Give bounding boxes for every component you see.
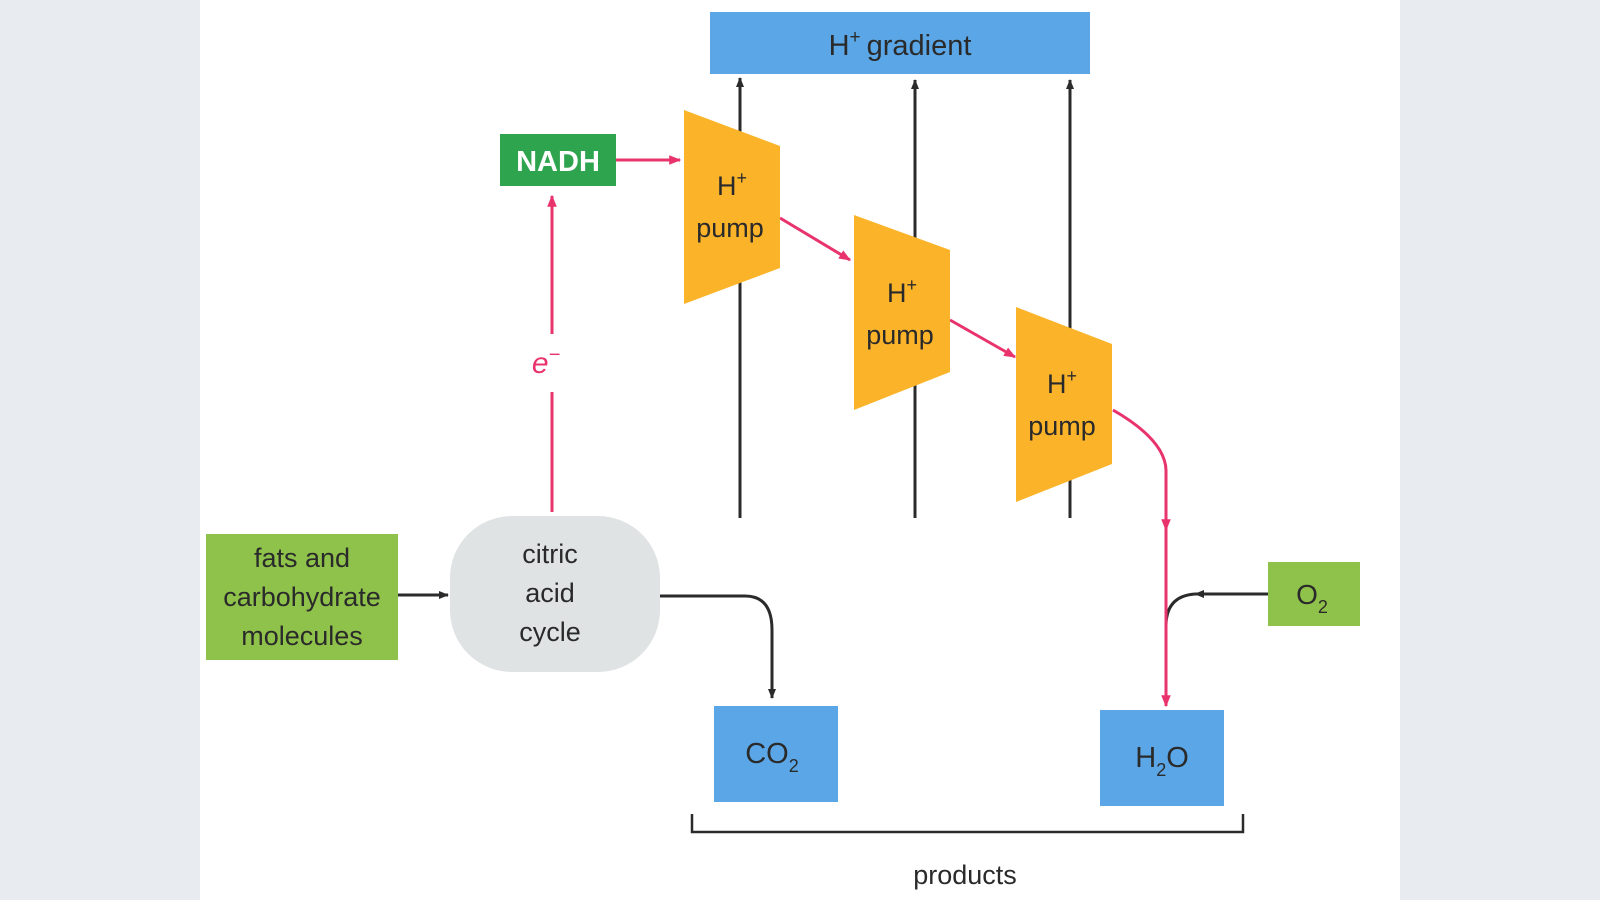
textbook-page: H+gradient NADH e− H+ pump H+ pump H+ pu… [200,0,1400,900]
svg-text:H+: H+ [1047,366,1077,399]
h2o-box: H2O [1100,710,1224,806]
electron-label-gap [530,334,574,392]
nadh-label: NADH [516,146,600,178]
svg-text:H2O: H2O [1135,742,1189,780]
pump1-to-pump2-arrow [779,216,852,262]
oxygen-join-curve [1164,592,1196,627]
co2-box: CO2 [714,706,838,802]
svg-text:pump: pump [866,320,934,350]
svg-text:citric: citric [522,539,578,569]
oxygen-box: O2 [1268,562,1360,626]
fats-carbohydrate-box: fats and carbohydrate molecules [206,534,398,660]
h-pump-2: H+ pump [854,215,950,410]
pump2-to-pump3-arrow [949,318,1017,359]
h-pump-3: H+ pump [1016,307,1112,502]
electron-label: e− [532,344,560,380]
svg-text:carbohydrate: carbohydrate [223,582,381,612]
svg-text:fats and: fats and [254,543,350,573]
electron-transport-diagram: H+gradient NADH e− H+ pump H+ pump H+ pu… [206,12,1360,890]
citric-acid-cycle: citric acid cycle [450,516,660,672]
svg-text:H+: H+ [887,275,917,308]
svg-text:acid: acid [525,578,575,608]
pump3-to-water-arrow [1112,408,1171,532]
products-label: products [913,860,1017,890]
svg-text:pump: pump [1028,411,1096,441]
h-gradient-box: H+gradient [710,12,1090,74]
svg-text:O2: O2 [1296,579,1328,617]
cycle-to-co2-arrow [660,594,776,699]
h-gradient-label: H+gradient [829,27,972,62]
svg-text:pump: pump [696,213,764,243]
svg-text:cycle: cycle [519,617,581,647]
nadh-box: NADH [500,134,616,186]
products-bracket [690,814,1245,834]
svg-text:CO2: CO2 [745,738,799,776]
svg-text:H+: H+ [717,168,747,201]
h-pump-1: H+ pump [684,110,780,304]
svg-text:molecules: molecules [241,621,363,651]
